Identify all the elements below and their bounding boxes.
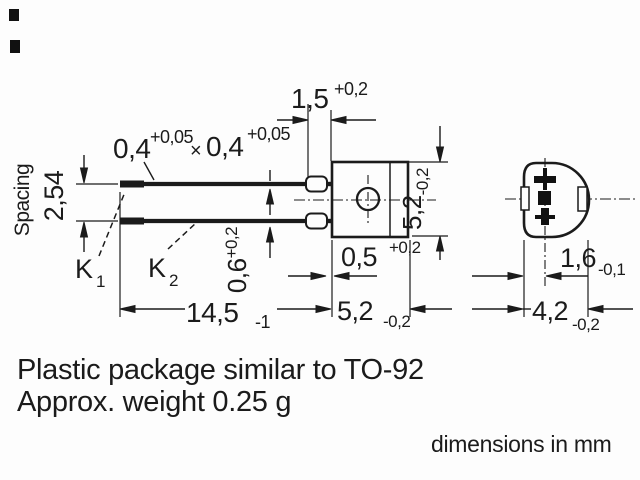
dim-body-width-value: 5,2 [337, 296, 373, 326]
dim-lead-length [119, 192, 332, 317]
corner-mark [9, 9, 19, 21]
dim-lead-length-value: 14,5 [186, 297, 239, 328]
end-view [472, 158, 637, 317]
units-note: dimensions in mm [431, 431, 612, 457]
dim-lead-thickness-tol: +0,2 [222, 227, 241, 259]
dim-lead-section-a-tol: +0,05 [150, 127, 194, 147]
mold-notch-left [520, 186, 530, 211]
caption-line1: Plastic package similar to TO-92 [17, 354, 424, 386]
lead-shoulder-bottom [305, 212, 328, 230]
leader-lead-section [143, 161, 155, 181]
caption-line2: Approx. weight 0.25 g [17, 386, 291, 418]
dim-body-height-value: 5,2 [397, 195, 427, 230]
dim-body-depth-value: 4,2 [532, 296, 568, 326]
dim-tab-length-tol: +0,2 [334, 79, 368, 99]
dim-body-depth-tol: -0,2 [572, 315, 599, 334]
dim-face-to-lead-tol: -0,1 [598, 260, 625, 279]
dim-pitch-value: 2,54 [39, 170, 69, 221]
dim-lead-section-b-tol: +0,05 [247, 124, 291, 144]
label-leaders [98, 191, 197, 257]
cathode2-sub: 2 [169, 271, 178, 290]
times-sign: × [190, 140, 201, 162]
lead-end-middle [538, 191, 551, 205]
dim-lead-thickness: 0,6+0,2 [222, 227, 252, 293]
leader-k2 [167, 222, 197, 250]
cathode1-sub: 1 [96, 272, 105, 291]
spacing-label: Spacing [11, 164, 34, 236]
cathode2-label: K [148, 253, 166, 283]
lead-end-bottom-tick [535, 215, 555, 219]
dim-body-height: 5,2-0,2 [397, 168, 432, 230]
dim-body-depth [472, 304, 633, 314]
dim-pitch [76, 155, 118, 252]
dim-body-width-tol: -0,2 [383, 312, 410, 331]
dim-tab-length-value: 1,5 [291, 83, 328, 114]
dim-standoff-value: 0,5 [341, 242, 377, 272]
dim-body-width [331, 240, 452, 317]
dim-face-to-lead [472, 240, 589, 317]
corner-mark [10, 40, 20, 53]
leader-k1 [98, 191, 126, 257]
dim-lead-section-a-value: 0,4 [113, 133, 150, 164]
dim-body-height-tol: -0,2 [413, 168, 432, 195]
dim-lead-thickness [265, 170, 275, 258]
side-view [120, 160, 436, 239]
dim-standoff-tol: +0,2 [389, 238, 421, 257]
dim-lead-section-b-value: 0,4 [206, 131, 243, 162]
corner-marks [9, 9, 20, 53]
lead-ends [534, 168, 556, 225]
dim-lead-thickness-value: 0,6 [222, 258, 252, 293]
lead-end-top-tick [543, 168, 547, 190]
dim-tab-length [277, 104, 376, 178]
cathode1-label: K [75, 254, 93, 284]
dimension-lines [76, 104, 452, 317]
mold-notch-right [577, 186, 588, 212]
dim-face-to-lead-value: 1,6 [560, 243, 596, 273]
lead-shoulder-top [305, 175, 328, 193]
dim-standoff [288, 271, 377, 281]
dim-lead-length-tol: -1 [255, 312, 270, 332]
dim-body-height [409, 126, 448, 260]
